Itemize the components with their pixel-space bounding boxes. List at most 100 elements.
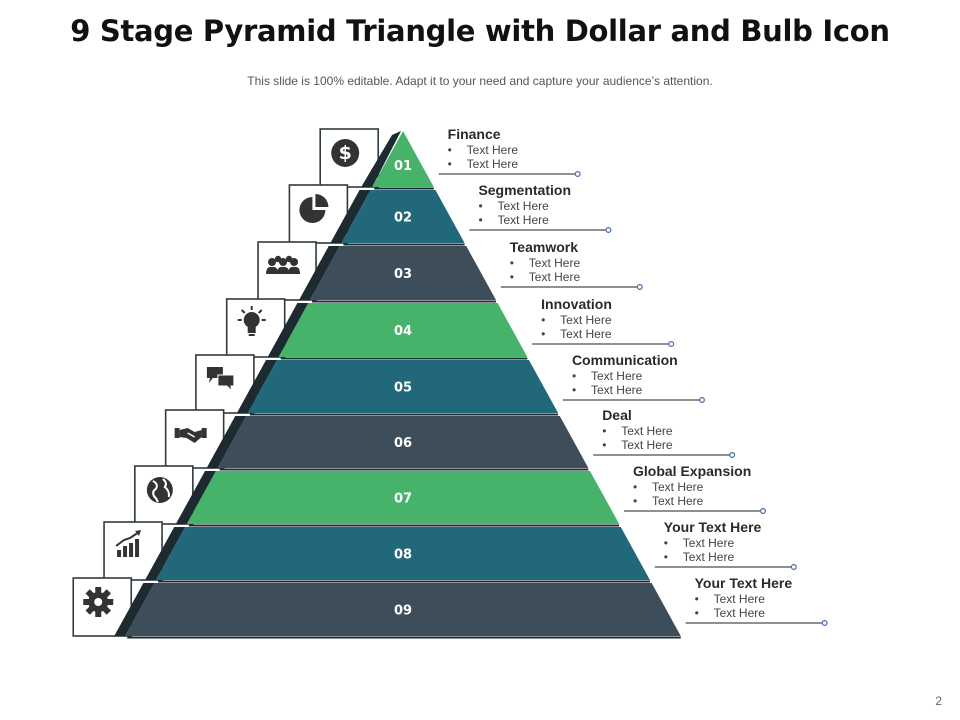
- gear-icon: [83, 587, 114, 617]
- page-number: 2: [935, 694, 942, 708]
- stage-bullets: Text HereText Here: [510, 256, 750, 284]
- stage-title: Segmentation: [478, 182, 572, 198]
- pyramid-stage-02: 02: [288, 184, 612, 246]
- stage-bullets: Text HereText Here: [602, 424, 842, 452]
- stage-depth-band: [236, 360, 278, 413]
- bullet-item: Text Here: [448, 157, 688, 171]
- bullet-item: Text Here: [448, 143, 688, 157]
- stage-number: 08: [394, 548, 412, 563]
- stage-depth-band: [267, 303, 309, 357]
- stage-slab: [125, 583, 681, 636]
- stage-slab: [341, 190, 465, 243]
- stage-callout-06: DealText HereText Here: [602, 407, 842, 452]
- stage-slab: [247, 360, 559, 413]
- stage-callout-02: SegmentationText HereText Here: [478, 182, 718, 227]
- stage-depth-band: [361, 131, 401, 187]
- bullet-item: Text Here: [664, 536, 904, 550]
- leader-dot: [698, 397, 705, 404]
- stage-bullets: Text HereText Here: [572, 369, 812, 397]
- bullet-item: Text Here: [695, 592, 935, 606]
- stage-depth-band: [145, 527, 186, 580]
- bulb-icon: [237, 306, 266, 336]
- stage-depth-band: [206, 416, 247, 468]
- stage-title: Teamwork: [509, 239, 579, 255]
- pyramid-stage-03: 03: [257, 241, 643, 303]
- bullet-item: Text Here: [478, 199, 718, 213]
- stage-callout-04: InnovationText HereText Here: [541, 296, 781, 341]
- leader-dot: [729, 452, 736, 459]
- leader-dot: [574, 171, 581, 178]
- stage-bullets: Text HereText Here: [664, 536, 904, 564]
- stage-number: 02: [394, 211, 412, 226]
- pyramid-stage-04: 04: [225, 298, 675, 360]
- bullet-item: Text Here: [633, 494, 873, 508]
- stage-number: 07: [394, 492, 412, 507]
- leader-dot: [759, 508, 766, 515]
- bullet-item: Text Here: [510, 270, 750, 284]
- bullet-item: Text Here: [541, 313, 781, 327]
- stage-slab: [278, 303, 528, 357]
- stage-bullets: Text HereText Here: [448, 143, 688, 171]
- stage-title: Global Expansion: [633, 463, 752, 479]
- stage-callout-03: TeamworkText HereText Here: [510, 239, 750, 284]
- bullet-item: Text Here: [695, 606, 935, 620]
- stage-bullets: Text HereText Here: [541, 313, 781, 341]
- stage-number: 05: [394, 381, 412, 396]
- stage-callout-08: Your Text HereText HereText Here: [664, 519, 904, 564]
- stage-title: Finance: [447, 126, 501, 142]
- stage-number: 01: [394, 159, 412, 174]
- growth-chart-icon: [115, 530, 142, 557]
- stage-depth-band: [114, 583, 155, 636]
- stage-slab: [156, 527, 650, 580]
- leader-dot: [790, 563, 797, 570]
- stage-callout-07: Global ExpansionText HereText Here: [633, 463, 873, 508]
- stage-number: 09: [394, 604, 412, 619]
- bullet-item: Text Here: [633, 480, 873, 494]
- bullet-item: Text Here: [602, 424, 842, 438]
- slide-title: 9 Stage Pyramid Triangle with Dollar and…: [70, 14, 890, 48]
- leader-dot: [605, 227, 612, 234]
- svg-text:$: $: [339, 142, 352, 164]
- dollar-icon: $: [331, 139, 360, 167]
- slide-subtitle: This slide is 100% editable. Adapt it to…: [247, 74, 713, 88]
- stage-slab: [186, 471, 620, 524]
- stage-number: 06: [394, 436, 412, 451]
- leader-dot: [821, 619, 828, 626]
- stage-title: Innovation: [541, 296, 612, 312]
- leader-dot: [668, 341, 675, 348]
- pyramid-stage-08: 08: [103, 521, 797, 583]
- stage-slab: [310, 246, 496, 300]
- bullet-item: Text Here: [541, 327, 781, 341]
- stage-callout-01: FinanceText HereText Here: [448, 126, 688, 171]
- stage-callout-09: Your Text HereText HereText Here: [695, 575, 935, 620]
- stage-callout-05: CommunicationText HereText Here: [572, 352, 812, 397]
- globe-icon: [146, 477, 173, 503]
- team-icon: [266, 255, 301, 274]
- stage-depth-band: [330, 190, 371, 243]
- bullet-item: Text Here: [572, 369, 812, 383]
- bullet-item: Text Here: [478, 213, 718, 227]
- bullet-item: Text Here: [572, 383, 812, 397]
- pyramid-stage-01: $01: [319, 128, 581, 190]
- stage-depth-band: [299, 246, 340, 300]
- stage-bullets: Text HereText Here: [695, 592, 935, 620]
- bullet-item: Text Here: [602, 438, 842, 452]
- chat-icon: [206, 367, 235, 393]
- stage-title: Communication: [571, 352, 678, 368]
- leader-dot: [636, 284, 643, 291]
- stage-title: Your Text Here: [663, 519, 762, 535]
- bullet-item: Text Here: [510, 256, 750, 270]
- stage-bullets: Text HereText Here: [633, 480, 873, 508]
- stage-slab: [372, 131, 434, 187]
- handshake-icon: [174, 428, 207, 443]
- stage-number: 03: [394, 267, 412, 282]
- stage-title: Your Text Here: [694, 575, 793, 591]
- stage-depth-band: [175, 471, 216, 524]
- stage-slab: [217, 416, 589, 468]
- pyramid-stage-07: 07: [134, 465, 766, 527]
- stage-number: 04: [394, 324, 412, 339]
- bullet-item: Text Here: [664, 550, 904, 564]
- stage-title: Deal: [602, 407, 632, 423]
- pie-chart-icon: [299, 194, 329, 223]
